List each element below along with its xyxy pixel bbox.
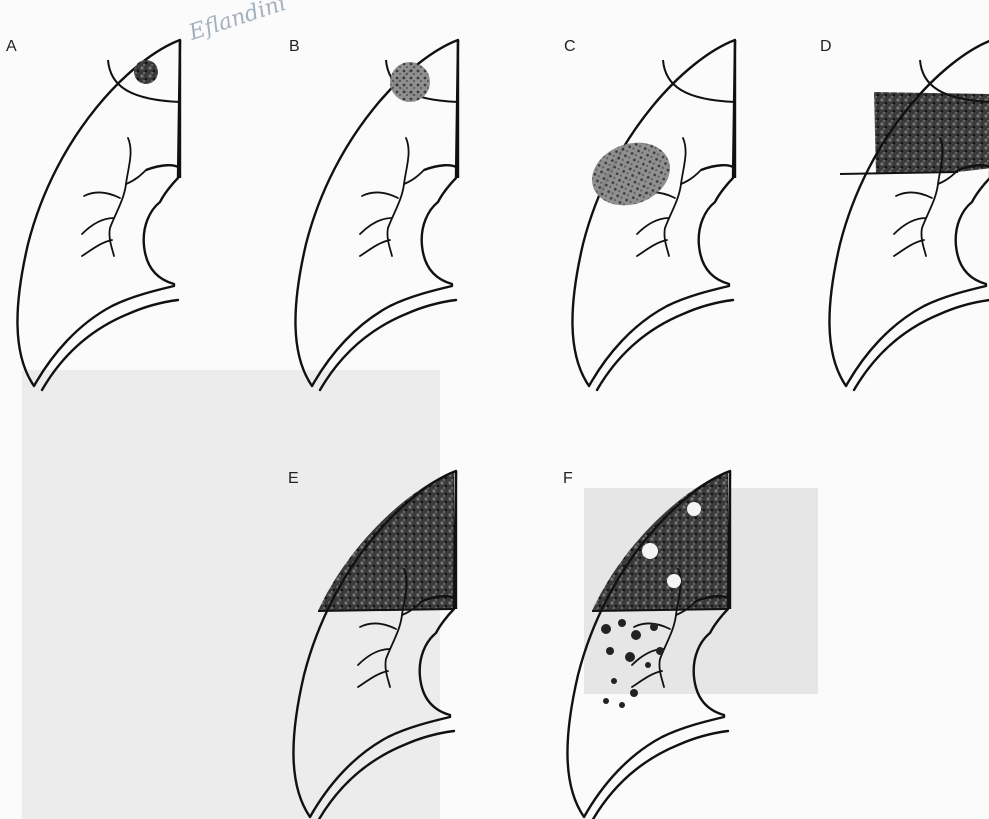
panel-label-f: F (563, 470, 573, 488)
panel-label-c: C (564, 38, 576, 56)
panel-c-lung (572, 40, 735, 390)
panel-f-cavity (667, 574, 681, 588)
panel-d-lung (829, 40, 989, 390)
panel-b-nodule (390, 62, 430, 102)
panel-f-cavity (642, 543, 658, 559)
panel-label-d: D (820, 38, 832, 56)
panel-a-lung (17, 40, 180, 390)
panel-b-lung (295, 40, 458, 390)
panel-a-nodule (134, 60, 158, 84)
panel-c-infiltrate (583, 132, 679, 216)
panel-label-e: E (288, 470, 299, 488)
panel-f-cavity (687, 502, 701, 516)
panel-label-a: A (6, 38, 17, 56)
panel-label-b: B (289, 38, 300, 56)
panel-d-consolidation (874, 92, 989, 174)
